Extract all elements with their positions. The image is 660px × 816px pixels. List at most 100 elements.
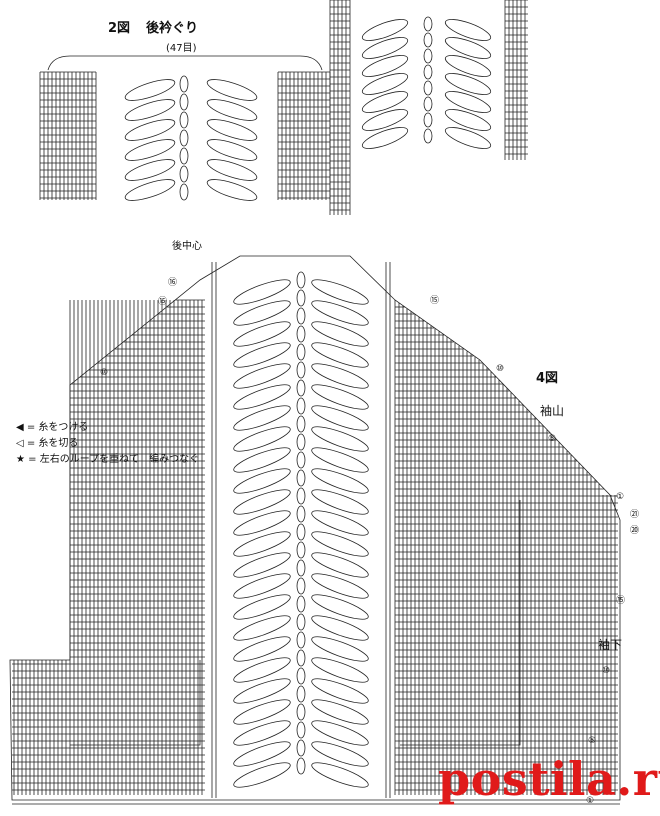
fan-loop (206, 139, 258, 161)
figure4-title: 4図 (536, 371, 559, 386)
fan-loop (311, 741, 369, 767)
figure2-center-label: 後中心 (172, 241, 202, 252)
fan-loop (233, 510, 291, 536)
fan-loop (233, 720, 291, 746)
fan-loop (444, 73, 492, 95)
fan-loop (124, 99, 176, 121)
fan-loop (233, 363, 291, 389)
center-chain (179, 129, 189, 147)
center-chain (296, 397, 306, 415)
fan-loop (311, 636, 369, 662)
center-chain (423, 64, 433, 80)
legend-attach: ◀ = 糸をつける (16, 422, 89, 433)
center-chain (296, 649, 306, 667)
fan-loop (444, 55, 492, 77)
center-chain (296, 613, 306, 631)
fan-loop (233, 342, 291, 368)
fan-loop (444, 91, 492, 113)
center-chain (296, 271, 306, 289)
center-chain (296, 595, 306, 613)
center-chain (296, 757, 306, 775)
center-chain (296, 505, 306, 523)
legend-cut: ◁ = 糸を切る (16, 438, 79, 449)
fan-loop (444, 19, 492, 41)
fan-loop (233, 657, 291, 683)
fan-loop (361, 73, 409, 95)
row-label-right: ① (616, 492, 625, 502)
center-chain (296, 487, 306, 505)
sleeve-cap-label: 袖山 (540, 404, 565, 418)
row-label-left: ⑩ (100, 368, 109, 378)
center-chain (296, 469, 306, 487)
fan-loop (311, 279, 369, 305)
figure2-title: 2図 (108, 21, 131, 36)
fan-loop (233, 426, 291, 452)
fan-loop (233, 447, 291, 473)
fan-loop (233, 573, 291, 599)
center-chain (423, 96, 433, 112)
center-chain (296, 523, 306, 541)
row-label-right: ⑩ (602, 666, 611, 676)
fan-loop (311, 363, 369, 389)
center-chain (296, 703, 306, 721)
fan-loop (206, 179, 258, 201)
center-chain (296, 541, 306, 559)
center-chain (296, 631, 306, 649)
center-chain (296, 451, 306, 469)
center-chain (296, 325, 306, 343)
fan-loop (206, 159, 258, 181)
fan-loop (206, 79, 258, 101)
fan-loop (233, 699, 291, 725)
fan-loop (311, 300, 369, 326)
fan-loop (311, 342, 369, 368)
fan-loop (233, 405, 291, 431)
fan-loop (311, 489, 369, 515)
fan-loop (311, 468, 369, 494)
fan-loop (311, 615, 369, 641)
center-chain (296, 433, 306, 451)
fan-loop (124, 179, 176, 201)
center-chain (423, 32, 433, 48)
center-chain (179, 111, 189, 129)
sweater-outline (9, 255, 621, 801)
center-chain (423, 128, 433, 144)
fan-loop (233, 594, 291, 620)
center-chain (423, 16, 433, 32)
center-chain (296, 721, 306, 739)
center-chain (423, 112, 433, 128)
row-label-right: ⑳ (630, 526, 640, 536)
row-label-right: ㉑ (630, 510, 640, 520)
watermark: postila.ru (438, 752, 660, 806)
fan-loop (124, 119, 176, 141)
fan-loop (233, 636, 291, 662)
fan-loop (233, 615, 291, 641)
fan-loop (233, 678, 291, 704)
row-label-left: ⑮ (158, 297, 168, 307)
figure2-stitch-count: (47目) (166, 43, 197, 54)
fan-loop (444, 127, 492, 149)
center-chain (296, 667, 306, 685)
center-chain (179, 165, 189, 183)
fan-loop (233, 552, 291, 578)
fan-loop (361, 91, 409, 113)
center-chain (296, 307, 306, 325)
fan-loop (311, 405, 369, 431)
row-label-right: ① (586, 796, 595, 806)
figure2-subtitle: 後衿ぐり (146, 21, 199, 36)
fan-loop (361, 127, 409, 149)
center-chain (179, 147, 189, 165)
fan-loop (361, 19, 409, 41)
fan-loop (311, 426, 369, 452)
fan-loop (444, 37, 492, 59)
fan-loop (311, 594, 369, 620)
center-chain (296, 685, 306, 703)
fan-loop (233, 762, 291, 788)
center-chain (296, 577, 306, 595)
legend-join: ★ = 左右のループを重ねて 編みつなぐ (16, 454, 200, 465)
row-label-right: ⑮ (616, 596, 626, 606)
fan-loop (444, 109, 492, 131)
fan-loop (206, 99, 258, 121)
row-label-right: ⑩ (496, 364, 505, 374)
fan-loop (311, 678, 369, 704)
